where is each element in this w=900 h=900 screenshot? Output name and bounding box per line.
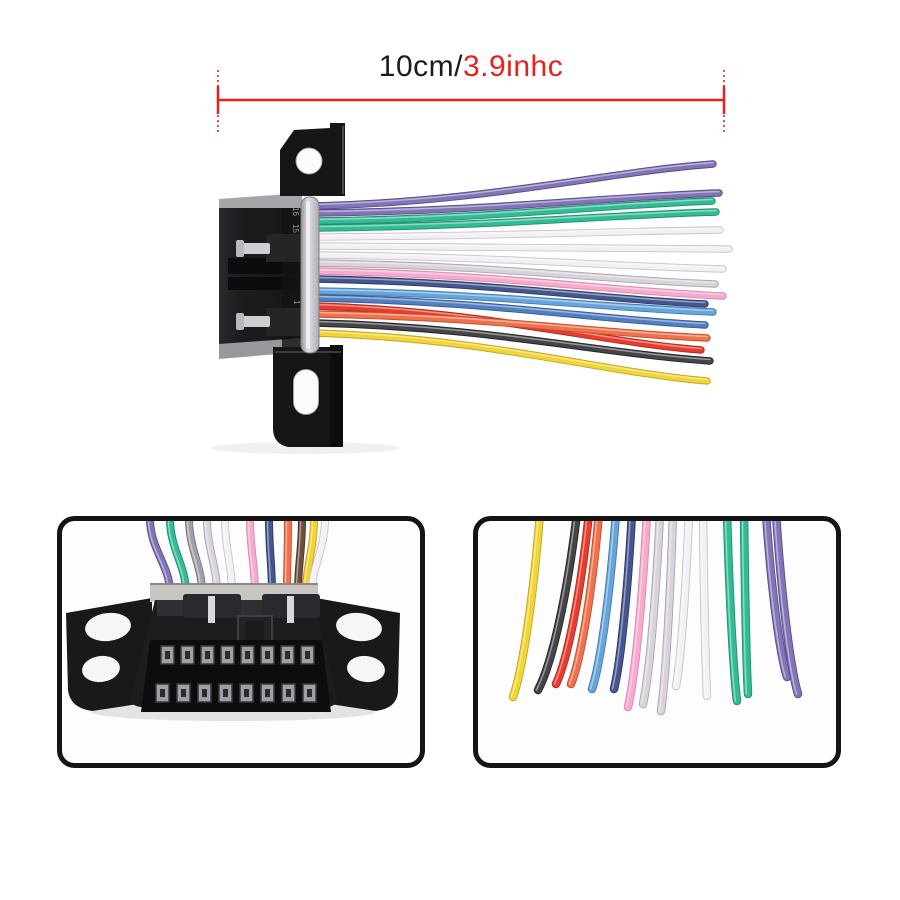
pin-number-1: 1 xyxy=(292,300,301,305)
wire-orange xyxy=(312,310,711,342)
inset-right-frame xyxy=(473,516,841,768)
wire-white xyxy=(312,226,724,241)
wire-light-gray xyxy=(312,259,719,288)
dimension-imperial-text: 3.9inhc xyxy=(462,50,564,83)
contact-pin-slot xyxy=(286,689,291,697)
center-key-slot xyxy=(246,621,264,643)
wire-end-teal xyxy=(722,518,742,706)
metal-mounting-pins xyxy=(236,234,302,336)
wire-end-navy xyxy=(609,518,637,694)
top-tab-hole xyxy=(295,147,323,175)
pin-block-lower xyxy=(266,308,302,336)
wire-ends-bundle xyxy=(508,518,803,716)
pin-number-16: 16 xyxy=(291,207,300,216)
wire-end-yellow xyxy=(508,518,545,702)
contact-pin-slot xyxy=(265,651,270,659)
top-mounting-tab xyxy=(280,123,345,196)
bottom-tab-hole-rim xyxy=(292,368,320,416)
wire-white xyxy=(312,242,733,253)
top-tab-hole-rim xyxy=(294,146,324,176)
wire-end-orange xyxy=(566,518,604,689)
wire-end-white xyxy=(671,518,694,691)
contact-pin-slot xyxy=(202,689,207,697)
right-ear-hole-upper xyxy=(336,612,382,642)
pin-number-15: 15 xyxy=(291,224,300,233)
metal-pin-lower-cap xyxy=(236,313,244,330)
wire-end-pink xyxy=(623,518,652,712)
wire-end-sky-blue xyxy=(587,518,621,694)
contact-pin-slot xyxy=(160,689,165,697)
bottom-tab-hole xyxy=(293,369,319,415)
contact-pin-slot xyxy=(181,689,186,697)
contact-pin-slot xyxy=(185,651,190,659)
inset-right-content xyxy=(475,518,839,766)
wire-yellow xyxy=(312,329,711,385)
latch-pin-left xyxy=(208,596,215,623)
contact-pin-slot xyxy=(285,651,290,659)
contact-pin-slot xyxy=(307,689,312,697)
bottom-tab-side-bar xyxy=(330,345,343,447)
contact-pin-slot xyxy=(205,651,210,659)
wire-end-teal xyxy=(739,518,753,699)
wire-navy xyxy=(312,275,709,308)
wire-teal xyxy=(312,197,716,225)
contact-pin-slot xyxy=(265,689,270,697)
obd-connector-front-view xyxy=(66,583,400,712)
pin-number-marks: 16 15 1 xyxy=(291,207,301,305)
body-recess-lower xyxy=(228,277,298,290)
pin-block-upper xyxy=(266,234,302,262)
connector-shadow xyxy=(210,442,400,454)
wire-end-red xyxy=(551,518,594,689)
inset-left-frame xyxy=(57,516,425,768)
front-wire-navy xyxy=(265,518,276,596)
wire-end-light-gray xyxy=(638,518,665,709)
wire-blue xyxy=(312,294,709,329)
bottom-mounting-tab xyxy=(273,345,343,447)
dimension-metric-text: 10cm/ xyxy=(378,50,463,83)
wire-teal xyxy=(312,208,720,232)
seal-strip-rim xyxy=(300,196,320,354)
wire-end-light-gray xyxy=(656,518,678,716)
wire-purple xyxy=(312,189,723,217)
contact-pin-slot xyxy=(165,651,170,659)
obd-connector-side-view: 16 15 1 xyxy=(210,123,733,454)
left-ear-hole-upper xyxy=(85,612,131,642)
seal-strip-highlight xyxy=(306,201,310,349)
wire-end-purple xyxy=(761,518,792,682)
wire-end-black xyxy=(533,518,582,695)
contact-pin-slot xyxy=(223,689,228,697)
wire-seal-strip xyxy=(300,196,320,354)
wire-end-purple xyxy=(771,518,803,699)
dimension-line xyxy=(216,70,726,132)
metal-pin-upper-cap xyxy=(236,240,244,257)
wire-black xyxy=(312,319,714,365)
contact-pin-slot xyxy=(305,651,310,659)
wire-end-white xyxy=(698,518,712,701)
contact-pin-slot xyxy=(245,651,250,659)
latch-pin-right xyxy=(287,596,294,623)
wire-sky-blue xyxy=(312,287,717,316)
contact-pin-slot xyxy=(244,689,249,697)
right-ear-hole-lower xyxy=(347,655,385,683)
wire-pink xyxy=(312,267,727,300)
front-wire-orange xyxy=(283,518,292,596)
wire-bundle-main xyxy=(312,160,733,385)
inset-left-content xyxy=(59,518,423,766)
metal-pin-upper xyxy=(240,243,270,254)
dimension-label: 10cm/3.9inhc xyxy=(21,52,900,82)
metal-pin-lower xyxy=(240,316,270,327)
wire-white xyxy=(312,251,727,273)
wire-purple xyxy=(312,160,717,210)
pin-grid-16 xyxy=(155,645,317,703)
contact-pin-slot xyxy=(225,651,230,659)
left-ear-hole-lower xyxy=(82,655,120,683)
